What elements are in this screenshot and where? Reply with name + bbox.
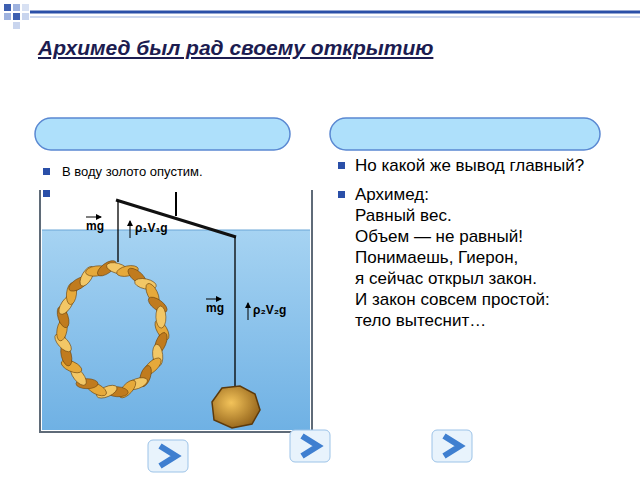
poem-line: И закон совсем простой: [355,289,593,310]
force-label: mg [206,301,224,315]
bullet-text: В воду золото опустим. [62,164,203,179]
force-label: ρ₂V₂g [253,303,286,317]
bullet-marker [43,168,50,175]
poem-line: тело вытеснит… [355,310,593,331]
bullet-marker [338,162,345,169]
poem-line: Понимаешь, Гиерон, [355,247,593,268]
gold-nugget [212,386,260,428]
bullet-text: Но какой же вывод главный? [355,155,593,176]
text-column: Но какой же вывод главный? Архимед:Равный… [355,155,593,331]
header-oval [35,118,290,150]
poem-line: Объем — не равный! [355,226,593,247]
bullet-marker [338,191,345,198]
nav-buttons [148,430,472,472]
golden-wreath [52,258,172,401]
wreath-leaf [156,306,167,328]
water-beaker [40,190,312,432]
force-label: mg [86,219,104,233]
poem-line: Равный вес. [355,205,593,226]
corner-decoration [4,4,640,29]
header-oval [330,118,600,150]
slide-title: Архимед был рад своему открытию [38,36,433,60]
force-label: ρ₁V₁g [135,221,168,235]
bullet-text: Архимед: [355,184,593,205]
force-vectors [86,217,248,320]
poem-line: я сейчас открыл закон. [355,268,593,289]
balance-scale [116,192,236,392]
